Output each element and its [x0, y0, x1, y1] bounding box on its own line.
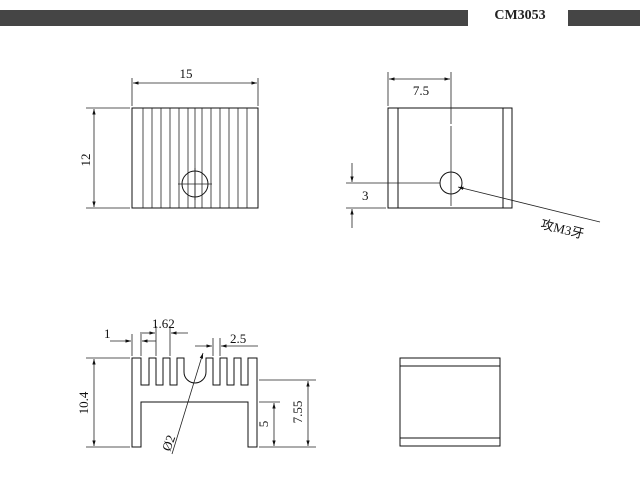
profile-base-dim: 5	[256, 421, 271, 428]
header-bar-left	[0, 10, 468, 26]
title-bar: CM3053	[0, 0, 640, 30]
front-width-dim: 15	[180, 66, 193, 81]
profile-gap-dim: 2.5	[230, 331, 246, 346]
bottom-view-outline	[399, 357, 501, 447]
side-offset-dim: 3	[362, 188, 369, 203]
header-bar-right	[568, 10, 640, 26]
front-height-dim: 12	[78, 154, 93, 167]
profile-outline	[131, 357, 258, 448]
profile-hole-dim: Ø2	[159, 433, 179, 453]
model-number: CM3053	[494, 8, 546, 23]
side-view-outline	[387, 107, 513, 209]
profile-total-height-dim: 10.4	[76, 391, 91, 414]
front-view: 15 12	[78, 66, 259, 209]
profile-view: 1 1.62 2.5 10.4 5 7.55 Ø2	[76, 316, 316, 455]
thread-note: 攻M3牙	[539, 216, 585, 241]
profile-fin-height-dim: 7.55	[290, 401, 305, 424]
profile-fin-dim: 1	[104, 326, 111, 341]
profile-pitch-dim: 1.62	[152, 316, 175, 331]
bottom-view	[399, 357, 501, 447]
side-width-dim: 7.5	[413, 83, 429, 98]
side-view: 7.5 3 攻M3牙	[346, 72, 601, 242]
thread-leader	[457, 186, 601, 223]
hole-leader	[171, 352, 204, 455]
front-view-fins	[142, 108, 248, 208]
